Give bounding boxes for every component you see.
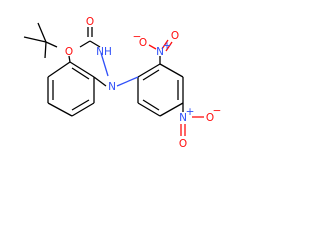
- ring-a-bond: [47, 102, 73, 117]
- tbutyl-bond: [37, 22, 47, 43]
- nitro2-oxygen-bottom-label: O: [179, 138, 187, 150]
- ring-b-double: [142, 69, 160, 81]
- nitro1-charge-label: +: [163, 40, 172, 52]
- ring-b-double: [142, 99, 160, 111]
- aryl-n-bond: [93, 76, 107, 87]
- ring-a-double: [71, 67, 90, 80]
- o-aryl-bond: [68, 55, 71, 63]
- carbamate-bond: [89, 40, 101, 48]
- nitro1-o-bond: [161, 39, 169, 50]
- n-aryl-bond: [116, 76, 139, 87]
- ring-b-bond: [159, 63, 184, 78]
- nitro2-charge-label: +: [186, 106, 195, 118]
- ring-b-bond: [137, 102, 161, 117]
- nitro1-oxygen-side-label: O: [139, 37, 147, 49]
- ring-a-bond: [71, 102, 95, 117]
- structure-canvas: O O NH N N + O O − N + O − O: [23, 16, 222, 150]
- tbutyl-bond: [45, 41, 58, 48]
- tbutyl-bond: [23, 36, 47, 43]
- nh-label: NH: [96, 46, 112, 58]
- ring-a-bond: [69, 61, 95, 78]
- ring-b-bond: [159, 102, 184, 117]
- n-n-bond: [100, 52, 109, 77]
- hydrazine-n-label: N: [108, 81, 116, 93]
- molecule-structure: O O NH N N + O O − N + O − O: [23, 16, 222, 150]
- tbutyl-bond: [44, 41, 47, 59]
- nitro1-o-bond: [148, 44, 157, 50]
- ring-a-double: [71, 99, 90, 111]
- carbonyl-oxygen-label: O: [86, 16, 94, 28]
- atom-labels: O O NH N N + O O − N + O − O: [65, 16, 222, 150]
- nitro2-oxygen-side-label: O: [206, 112, 214, 124]
- ester-oxygen-label: O: [65, 46, 73, 58]
- nitro2-n-label: N: [179, 112, 187, 124]
- ring-b-bond: [137, 63, 161, 78]
- nitro2-oxygen-charge: −: [213, 105, 222, 117]
- ring-a-bond: [47, 61, 71, 78]
- nitro1-oxygen-charge: −: [133, 31, 142, 43]
- ester-bond: [79, 40, 91, 48]
- carbon-bonds: [23, 22, 184, 117]
- nitro1-n-label: N: [156, 46, 164, 58]
- nitro1-o-double: [165, 41, 173, 52]
- hetero-bonds: [100, 39, 204, 136]
- nitro1-oxygen-top-label: O: [171, 30, 179, 42]
